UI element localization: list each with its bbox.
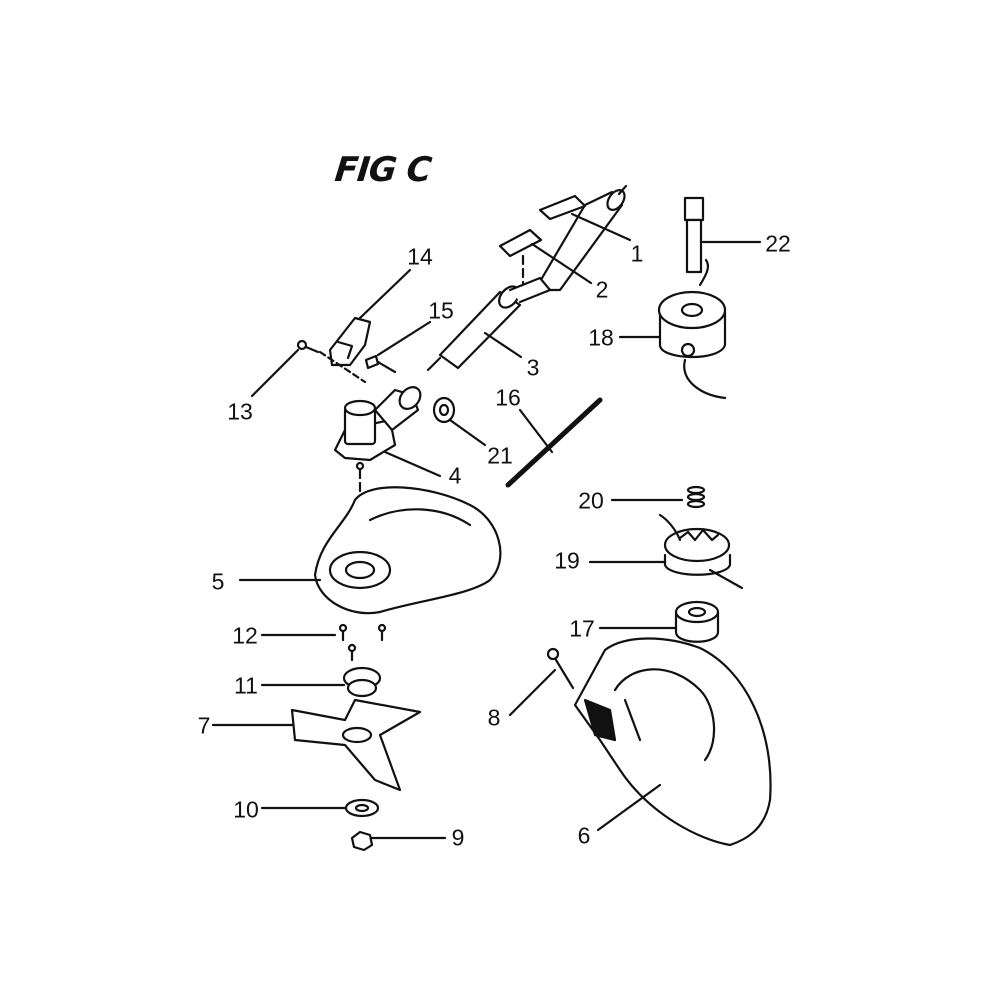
part-16-rod: [505, 397, 603, 488]
part-2-decal: [498, 228, 593, 287]
callout-22: 22: [765, 230, 791, 257]
callout-3: 3: [526, 354, 540, 381]
part-20-spring: [610, 485, 706, 509]
part-18-trimmer-head: [618, 258, 727, 400]
part-6-debris-shield: [573, 637, 772, 847]
callout-18: 18: [588, 324, 614, 351]
callout-16: 16: [495, 384, 521, 411]
part-8-bolt: [508, 647, 575, 717]
part-15-bolt: [364, 320, 432, 374]
part-3-lower-shaft: [426, 276, 552, 372]
callout-12: 12: [232, 622, 258, 649]
callout-5: 5: [211, 568, 225, 595]
part-4-gearhead: [333, 386, 442, 507]
callout-14: 14: [407, 243, 433, 270]
callout-20: 20: [578, 487, 604, 514]
part-21-spacer: [432, 396, 487, 447]
callout-4: 4: [448, 462, 462, 489]
part-19-spool: [588, 513, 744, 590]
part-22-pin: [683, 196, 762, 274]
part-17-knob: [598, 600, 720, 643]
callout-9: 9: [451, 824, 465, 851]
part-12-screws: [260, 623, 387, 662]
callout-13: 13: [227, 398, 253, 425]
callout-17: 17: [569, 615, 595, 642]
callout-6: 6: [577, 822, 591, 849]
callout-2: 2: [595, 276, 609, 303]
callout-11: 11: [234, 672, 258, 699]
part-11-hub: [260, 666, 382, 698]
part-5-guard: [238, 486, 502, 615]
part-10-washer: [260, 798, 380, 818]
callout-21: 21: [487, 442, 513, 469]
callout-1: 1: [630, 240, 644, 267]
part-14-bracket: [328, 268, 412, 367]
part-9-nut: [350, 830, 447, 852]
callout-19: 19: [554, 547, 580, 574]
part-13-screw: [250, 339, 367, 398]
part-7-blade: [211, 698, 422, 792]
callout-7: 7: [197, 712, 211, 739]
part-1-upper-shaft: [533, 184, 632, 292]
callout-8: 8: [487, 704, 501, 731]
callout-15: 15: [428, 297, 454, 324]
callout-10: 10: [233, 796, 259, 823]
